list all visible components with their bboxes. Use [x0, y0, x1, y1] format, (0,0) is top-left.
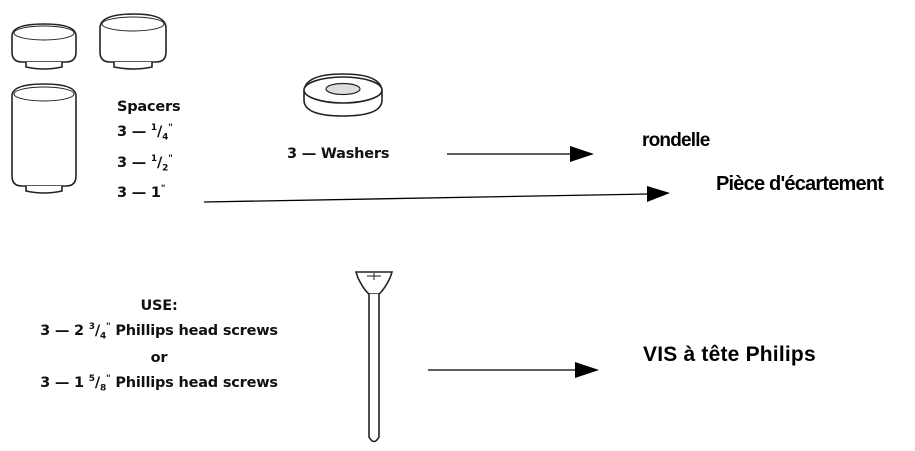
spacer-item-quarter: 3 — 1/4"	[117, 123, 173, 143]
spacer-item-half: 3 — 1/2"	[117, 153, 173, 174]
french-washer-label: rondelle	[642, 130, 710, 151]
or-label: or	[150, 349, 168, 366]
short-spacer-left-illustration	[11, 23, 77, 70]
use-label: USE:	[140, 298, 178, 314]
screw-usage: USE: 3 — 2 3/4" Phillips head screws or …	[14, 296, 304, 399]
spacers-list: Spacers 3 — 1/4" 3 — 1/2" 3 — 1"	[117, 97, 181, 204]
tall-spacer-illustration	[11, 83, 77, 194]
phillips-screw-illustration	[354, 271, 394, 443]
french-screw-label: VIS à tête Philips	[643, 343, 816, 366]
screw-option-1: 3 — 2 3/4" Phillips head screws	[40, 322, 278, 342]
washers-label: 3 — Washers	[287, 146, 390, 162]
french-spacer-label: Pièce d'écartement	[716, 173, 884, 195]
arrow-spacer	[203, 186, 670, 203]
arrow-screw	[428, 362, 599, 378]
short-spacer-right-illustration	[99, 13, 167, 70]
spacer-item-one: 3 — 1"	[117, 184, 166, 202]
washer-illustration	[303, 73, 383, 117]
spacers-title: Spacers	[117, 99, 181, 115]
screw-option-2: 3 — 1 5/8" Phillips head screws	[40, 373, 278, 394]
arrow-washer	[447, 146, 594, 162]
